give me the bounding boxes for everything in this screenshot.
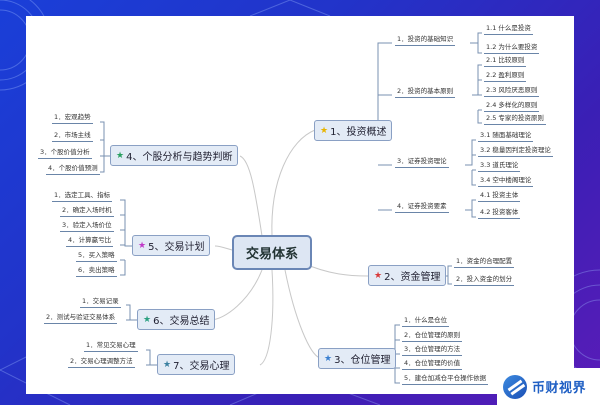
leaf-topic[interactable]: 5．买入策略 xyxy=(76,251,117,262)
branch-label: 1、投资概述 xyxy=(330,127,387,138)
leaf-topic[interactable]: 2．市场主线 xyxy=(52,131,93,142)
leaf-topic[interactable]: 2．确定入场时机 xyxy=(60,206,114,217)
leaf-topic[interactable]: 4．计算赢亏比 xyxy=(66,236,114,247)
subtopic[interactable]: 1．投资的基础知识 xyxy=(395,35,456,46)
leaf-topic[interactable]: 3.3 道氏理论 xyxy=(478,161,521,172)
leaf-topic[interactable]: 1．什么是仓位 xyxy=(402,316,450,327)
branch-label: 4、个股分析与趋势判断 xyxy=(126,152,233,163)
leaf-topic[interactable]: 3.4 空中楼阁理论 xyxy=(478,176,534,187)
branch-trading-plan[interactable]: ★ 5、交易计划 xyxy=(132,235,211,256)
logo-text: 币财视界 xyxy=(532,381,587,396)
star-icon: ★ xyxy=(138,240,147,251)
central-topic[interactable]: 交易体系 xyxy=(232,235,312,270)
branch-investment-overview[interactable]: ★ 1、投资概述 xyxy=(314,120,393,141)
leaf-topic[interactable]: 3．个股价值分析 xyxy=(38,148,92,159)
branch-stock-analysis[interactable]: ★ 4、个股分析与趋势判断 xyxy=(110,145,239,166)
subtopic[interactable]: 4．证券投资要素 xyxy=(395,202,449,213)
branch-label: 7、交易心理 xyxy=(173,361,230,372)
leaf-topic[interactable]: 4.1 投资主体 xyxy=(478,191,521,202)
leaf-topic[interactable]: 3.2 稳量因判定投资理论 xyxy=(478,146,553,157)
leaf-topic[interactable]: 4．个股价值预测 xyxy=(46,164,100,175)
branch-label: 3、仓位管理 xyxy=(334,355,391,366)
branch-trading-summary[interactable]: ★ 6、交易总结 xyxy=(137,309,216,330)
watermark-logo: 币财视界 xyxy=(497,368,600,405)
leaf-topic[interactable]: 6．卖出策略 xyxy=(76,266,117,277)
leaf-topic[interactable]: 3．验定入场价位 xyxy=(60,221,114,232)
leaf-topic[interactable]: 1．宏观趋势 xyxy=(52,113,93,124)
leaf-topic[interactable]: 4.2 投资客体 xyxy=(478,208,521,219)
leaf-topic[interactable]: 2.3 风险厌恶原则 xyxy=(484,86,540,97)
leaf-topic[interactable]: 1．资金的合理配置 xyxy=(454,257,515,268)
leaf-topic[interactable]: 2.2 盈利原则 xyxy=(484,71,527,82)
leaf-topic[interactable]: 2．交易心理调整方法 xyxy=(68,357,135,368)
branch-fund-management[interactable]: ★ 2、资金管理 xyxy=(368,265,447,286)
branch-position-management[interactable]: ★ 3、仓位管理 xyxy=(318,348,397,369)
star-icon: ★ xyxy=(374,270,383,281)
leaf-topic[interactable]: 2．测试与验证交易体系 xyxy=(44,313,118,324)
leaf-topic[interactable]: 5．建仓加减仓平仓操作依据 xyxy=(402,374,489,385)
leaf-topic[interactable]: 2．仓位管理的原则 xyxy=(402,331,463,342)
branch-label: 6、交易总结 xyxy=(153,316,210,327)
subtopic[interactable]: 2．投资的基本原则 xyxy=(395,87,456,98)
star-icon: ★ xyxy=(320,125,329,136)
logo-icon xyxy=(503,374,527,399)
leaf-topic[interactable]: 2.1 比较原则 xyxy=(484,56,527,67)
leaf-topic[interactable]: 3．仓位管理的方法 xyxy=(402,345,463,356)
leaf-topic[interactable]: 4．仓位管理的价值 xyxy=(402,359,463,370)
branch-label: 2、资金管理 xyxy=(384,272,441,283)
star-icon: ★ xyxy=(116,150,125,161)
leaf-topic[interactable]: 2．投入资金的划分 xyxy=(454,275,515,286)
star-icon: ★ xyxy=(163,359,172,370)
branch-trading-psychology[interactable]: ★ 7、交易心理 xyxy=(157,354,236,375)
leaf-topic[interactable]: 1．常见交易心理 xyxy=(84,341,138,352)
branch-label: 5、交易计划 xyxy=(148,242,205,253)
leaf-topic[interactable]: 2.4 多样化的原则 xyxy=(484,101,540,112)
leaf-topic[interactable]: 1.1 什么是投资 xyxy=(484,24,533,35)
star-icon: ★ xyxy=(143,314,152,325)
leaf-topic[interactable]: 1．选定工具、指标 xyxy=(52,191,113,202)
subtopic[interactable]: 3．证券投资理论 xyxy=(395,157,449,168)
leaf-topic[interactable]: 1．交易记录 xyxy=(80,297,121,308)
leaf-topic[interactable]: 2.5 专家的投资原则 xyxy=(484,114,546,125)
leaf-topic[interactable]: 1.2 为什么要投资 xyxy=(484,43,540,54)
leaf-topic[interactable]: 3.1 随面基础理论 xyxy=(478,131,534,142)
star-icon: ★ xyxy=(324,353,333,364)
